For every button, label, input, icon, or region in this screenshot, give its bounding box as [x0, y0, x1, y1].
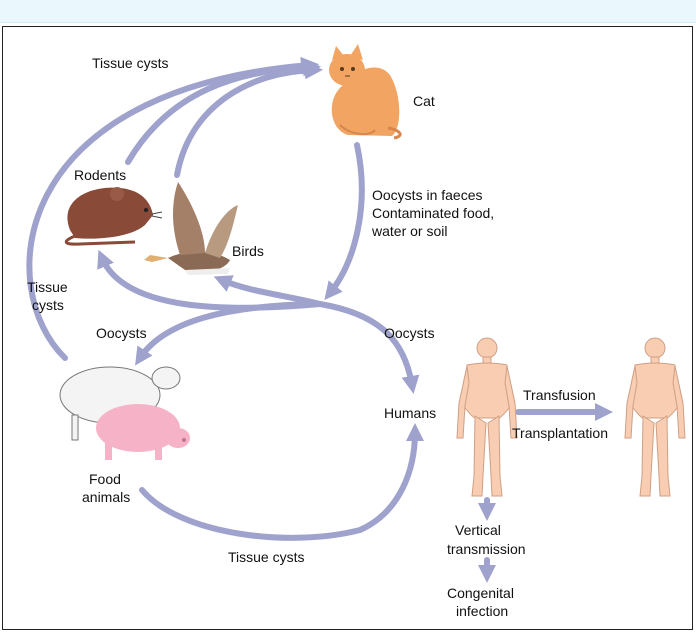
label-vertical-1: Vertical — [455, 522, 501, 538]
label-transplantation: Transplantation — [512, 425, 608, 441]
label-congenital-2: infection — [456, 603, 508, 619]
label-tissue-cysts-bottom: Tissue cysts — [228, 549, 305, 565]
arrow-birds-to-cat — [174, 61, 323, 178]
label-oocysts-left: Oocysts — [96, 325, 147, 341]
label-tissue-cysts-top: Tissue cysts — [92, 55, 169, 71]
label-congenital-1: Congenital — [447, 585, 514, 601]
top-banner — [0, 0, 696, 23]
label-oocysts-faeces-2: Contaminated food, — [372, 205, 494, 221]
label-vertical-2: transmission — [447, 541, 526, 557]
bird-illustration — [144, 182, 238, 275]
label-humans: Humans — [384, 405, 436, 421]
arrow-cat-to-environment — [324, 142, 365, 301]
label-tissue-cysts-left-1: Tissue — [27, 279, 68, 295]
human-figure-host — [456, 337, 518, 497]
arrow-rodents-to-cat — [125, 58, 321, 165]
pig-illustration — [96, 404, 190, 460]
label-food-animals-2: animals — [82, 489, 130, 505]
label-oocysts-faeces-3: water or soil — [371, 223, 447, 239]
cat-illustration — [329, 44, 402, 140]
rodent-illustration — [64, 187, 163, 246]
label-rodents: Rodents — [74, 167, 126, 183]
label-birds: Birds — [232, 243, 264, 259]
label-food-animals-1: Food — [89, 471, 121, 487]
label-tissue-cysts-left-2: cysts — [32, 297, 64, 313]
arrow-oocysts-to-food-animals — [135, 301, 323, 366]
arrow-food-animals-to-cat — [26, 56, 319, 361]
human-figure-recipient — [624, 337, 686, 497]
label-transfusion: Transfusion — [523, 387, 596, 403]
arrow-oocysts-to-birds — [213, 275, 323, 307]
label-oocysts-faeces-1: Oocysts in faeces — [372, 187, 483, 203]
label-cat: Cat — [413, 93, 435, 109]
arrow-food-animals-to-humans — [139, 423, 424, 541]
label-oocysts-right: Oocysts — [384, 325, 435, 341]
arrow-oocysts-to-humans — [317, 301, 420, 394]
